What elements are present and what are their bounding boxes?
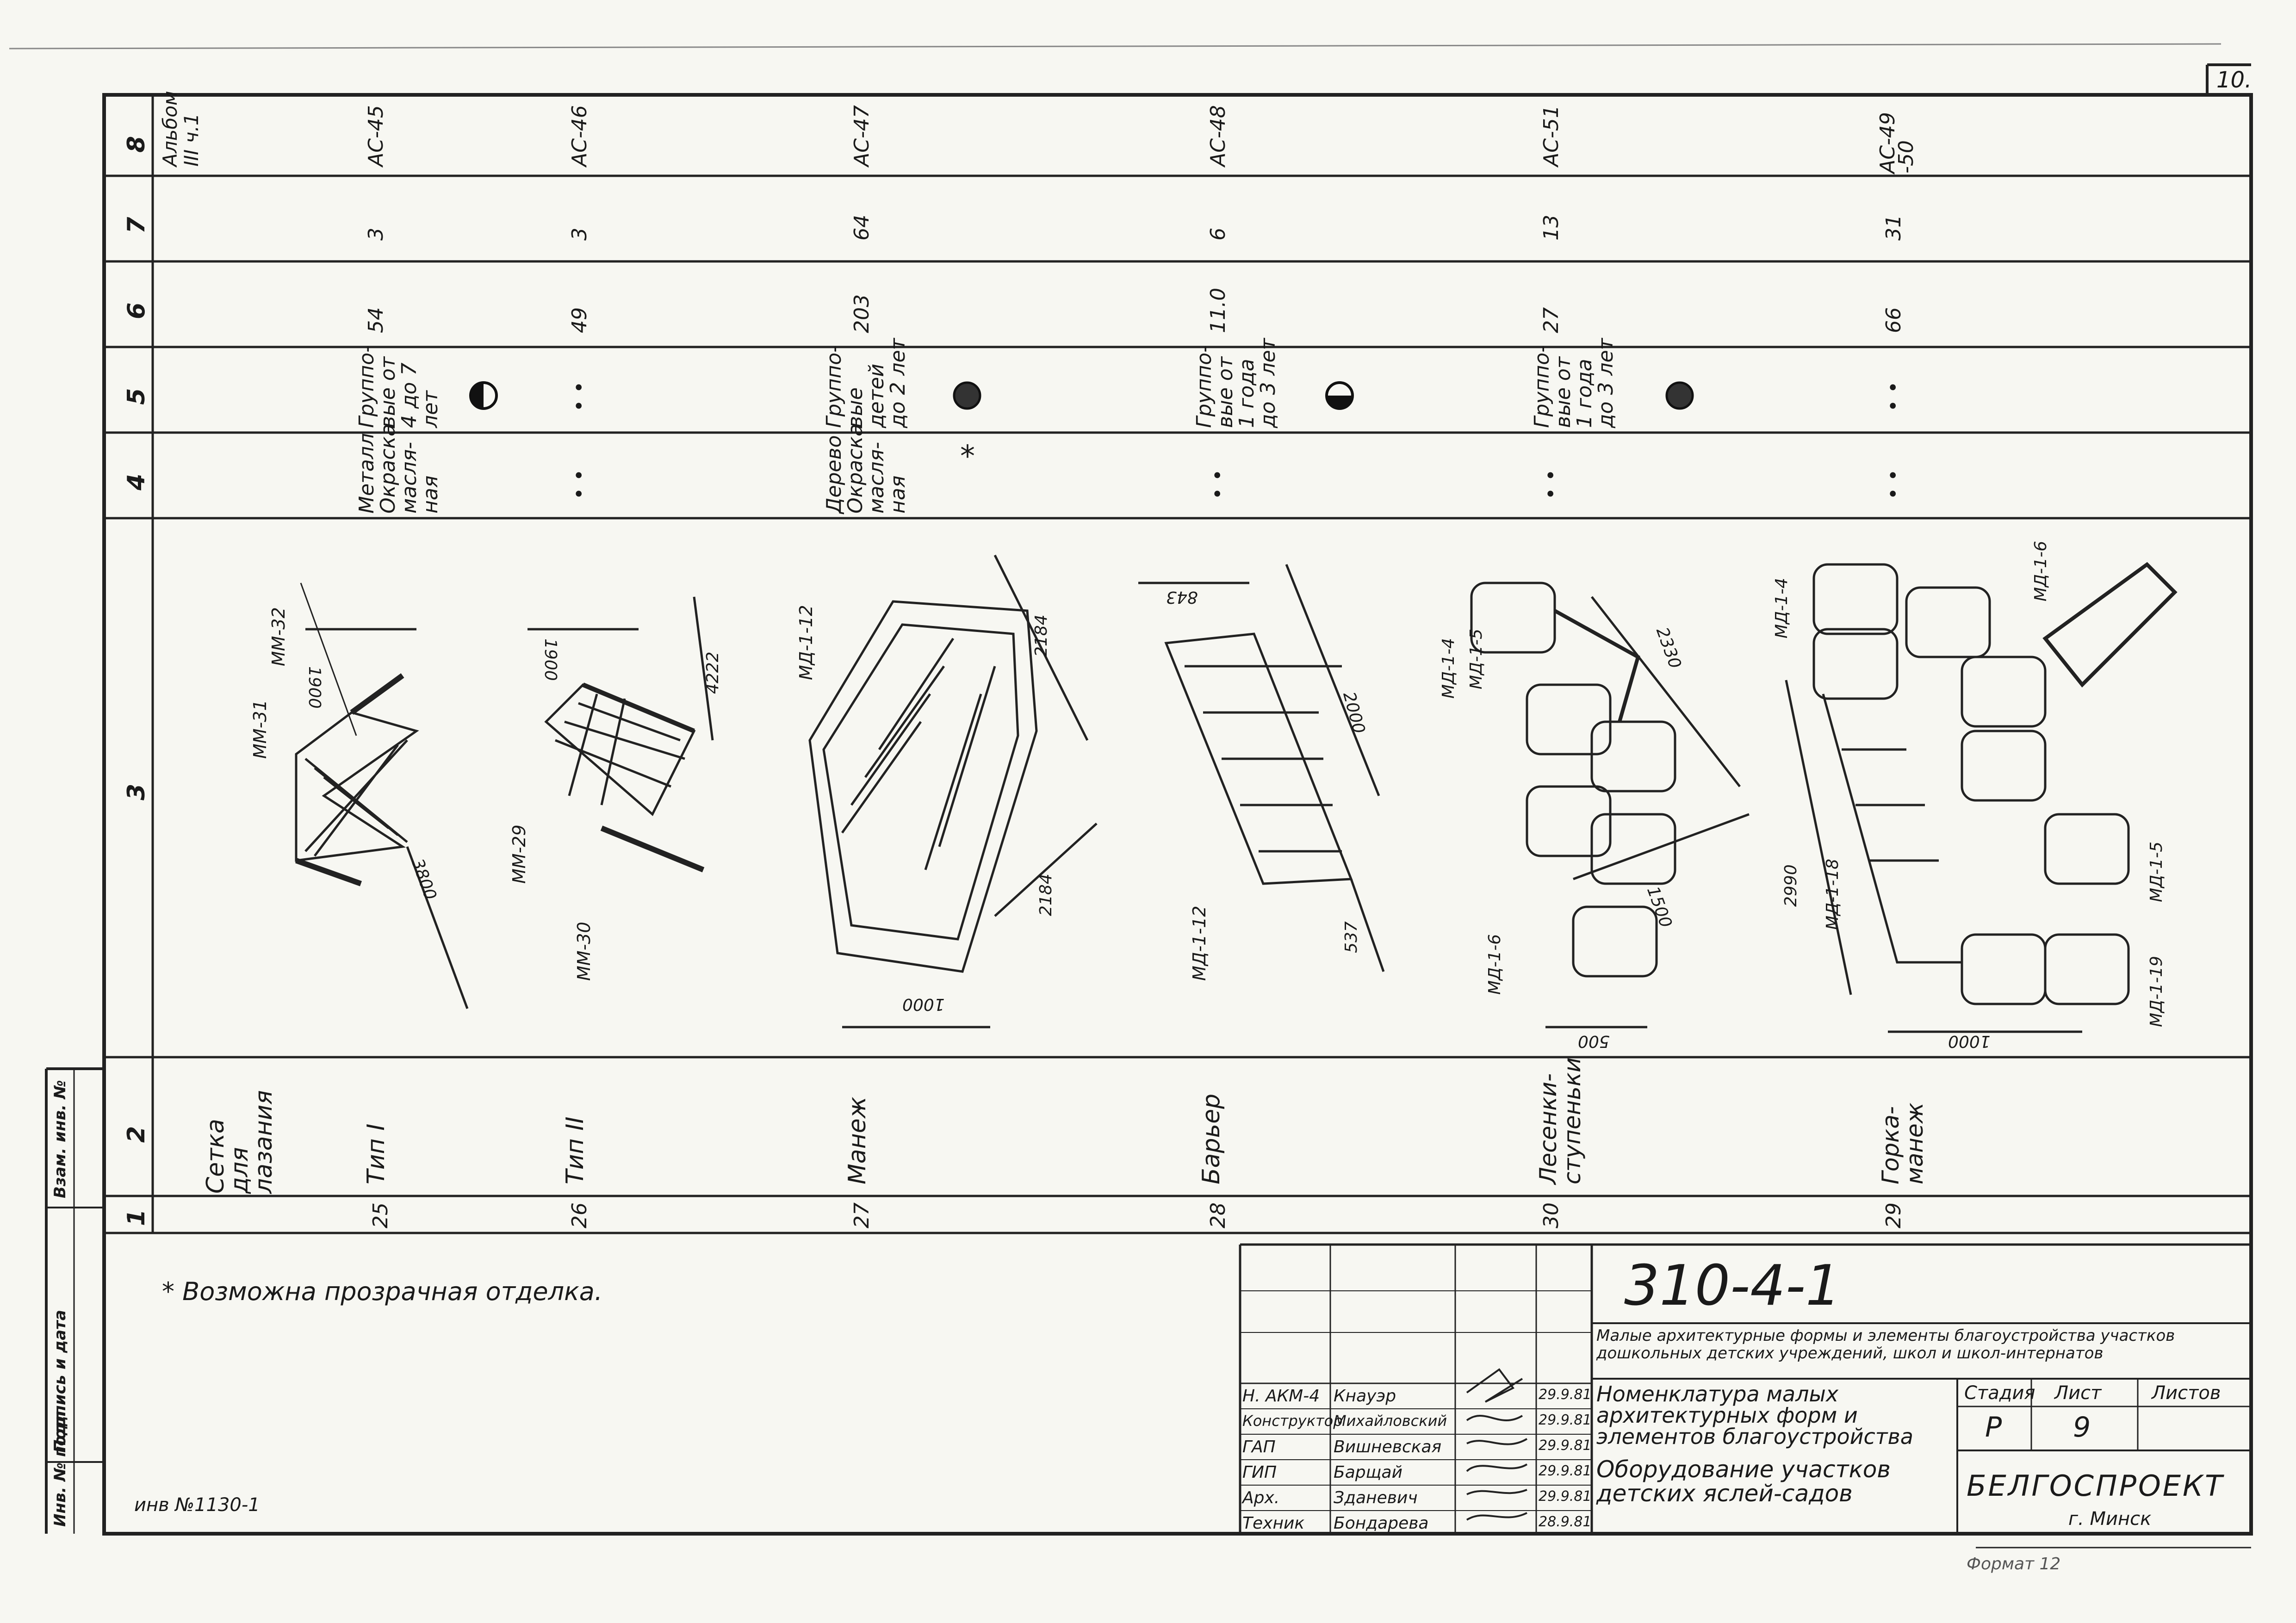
drawing-label: МД-1-18 bbox=[1823, 859, 1842, 930]
signer-role: Арх. bbox=[1242, 1488, 1280, 1507]
dimension-label: 4222 bbox=[703, 651, 722, 694]
dimension-label: 2184 bbox=[1032, 614, 1051, 657]
organization-city: г. Минск bbox=[2068, 1508, 2152, 1530]
drawing-label: МД-1-12 bbox=[796, 605, 816, 680]
footnote: * Возможна прозрачная отделка. bbox=[162, 1277, 603, 1306]
signer-role: Н. АКМ-4 bbox=[1242, 1387, 1320, 1406]
sheet-value: 9 bbox=[2073, 1411, 2091, 1443]
barrier-drawing bbox=[1138, 564, 1385, 972]
signer-name: Михайловский bbox=[1334, 1412, 1447, 1430]
dimension-label: 1000 bbox=[902, 995, 945, 1014]
climbing-net-drawing bbox=[295, 582, 469, 1009]
drawing-label: МД-1-19 bbox=[2147, 956, 2166, 1027]
signer-name: Бондарева bbox=[1334, 1514, 1429, 1533]
slide-playpen-drawing bbox=[1785, 562, 2178, 1033]
signer-role: ГАП bbox=[1242, 1437, 1276, 1456]
section-title: Оборудование участков детских яслей-садо… bbox=[1596, 1456, 1891, 1507]
margin-stamp-replaced: Взам. инв. № bbox=[51, 1080, 69, 1198]
organization-name: БЕЛГОСПРОЕКТ bbox=[1967, 1469, 2224, 1503]
playpen-drawing bbox=[808, 554, 1098, 1028]
drawing-label: МД-1-6 bbox=[2031, 541, 2050, 601]
signer-name: Зданевич bbox=[1334, 1488, 1418, 1507]
sheets-header: Листов bbox=[2152, 1382, 2221, 1404]
signer-role: Техник bbox=[1242, 1514, 1305, 1533]
document-subject: Малые архитектурные формы и элементы бла… bbox=[1596, 1326, 2175, 1363]
document-code: 310-4-1 bbox=[1624, 1254, 1841, 1318]
signer-date: 28.9.81 bbox=[1539, 1514, 1592, 1530]
signer-date: 29.9.81 bbox=[1539, 1488, 1592, 1505]
signer-name: Вишневская bbox=[1334, 1437, 1442, 1456]
margin-stamp-signature: Подпись и дата bbox=[51, 1310, 69, 1453]
dimension-label: 843 bbox=[1166, 588, 1198, 607]
climbing-net-type2-drawing bbox=[527, 596, 714, 873]
dimension-label: 2184 bbox=[1036, 873, 1055, 916]
drawing-label: МД-1-4 bbox=[1439, 638, 1458, 699]
signer-date: 29.9.81 bbox=[1539, 1387, 1592, 1403]
inventory-number: инв №1130-1 bbox=[134, 1494, 260, 1516]
drawing-label: МД-1-12 bbox=[1189, 905, 1210, 981]
signer-date: 29.9.81 bbox=[1539, 1412, 1592, 1428]
dimension-label: 1000 bbox=[1948, 1032, 1991, 1051]
asterisk-mark: * bbox=[960, 440, 975, 474]
sheet-format: Формат 12 bbox=[1967, 1555, 2061, 1573]
signer-role: ГИП bbox=[1242, 1463, 1277, 1482]
sheet-title: Номенклатура малых архитектурных форм и … bbox=[1596, 1381, 1913, 1449]
half-filled-circle-icon bbox=[1325, 381, 1354, 410]
drawing-label: МД-1-4 bbox=[1772, 578, 1791, 638]
signature-marks bbox=[1466, 1368, 1528, 1521]
signer-role: Конструктор bbox=[1242, 1412, 1343, 1430]
dimension-label: 500 bbox=[1578, 1032, 1610, 1051]
dimension-label: 1900 bbox=[305, 666, 324, 709]
signer-name: Барщай bbox=[1334, 1463, 1402, 1482]
drawing-label: ММ-32 bbox=[268, 607, 289, 666]
signer-date: 29.9.81 bbox=[1539, 1463, 1592, 1479]
drawing-label: МД-1-6 bbox=[1485, 934, 1504, 995]
signer-date: 29.9.81 bbox=[1539, 1437, 1592, 1454]
sheet-header: Лист bbox=[2054, 1382, 2102, 1404]
drawing-label: ММ-29 bbox=[509, 824, 529, 884]
drawing-label: ММ-31 bbox=[250, 700, 270, 759]
stage-header: Стадия bbox=[1964, 1382, 2035, 1404]
drawing-label: МД-1-5 bbox=[2147, 842, 2166, 902]
sheet-corner-number: 10. bbox=[2216, 67, 2252, 93]
step-ladder-drawing bbox=[1470, 582, 1750, 1028]
filled-circle-icon bbox=[1665, 381, 1694, 410]
drawing-label: ММ-30 bbox=[574, 922, 594, 981]
dimension-label: 2990 bbox=[1781, 864, 1800, 907]
signer-name: Кнауэр bbox=[1334, 1387, 1396, 1406]
dimension-label: 1900 bbox=[541, 638, 560, 681]
dimension-label: 537 bbox=[1342, 921, 1361, 953]
filled-circle-icon bbox=[953, 381, 981, 410]
drawing-label: МД-1-5 bbox=[1467, 629, 1486, 689]
half-filled-circle-icon bbox=[469, 381, 498, 410]
stage-value: Р bbox=[1985, 1411, 2002, 1443]
